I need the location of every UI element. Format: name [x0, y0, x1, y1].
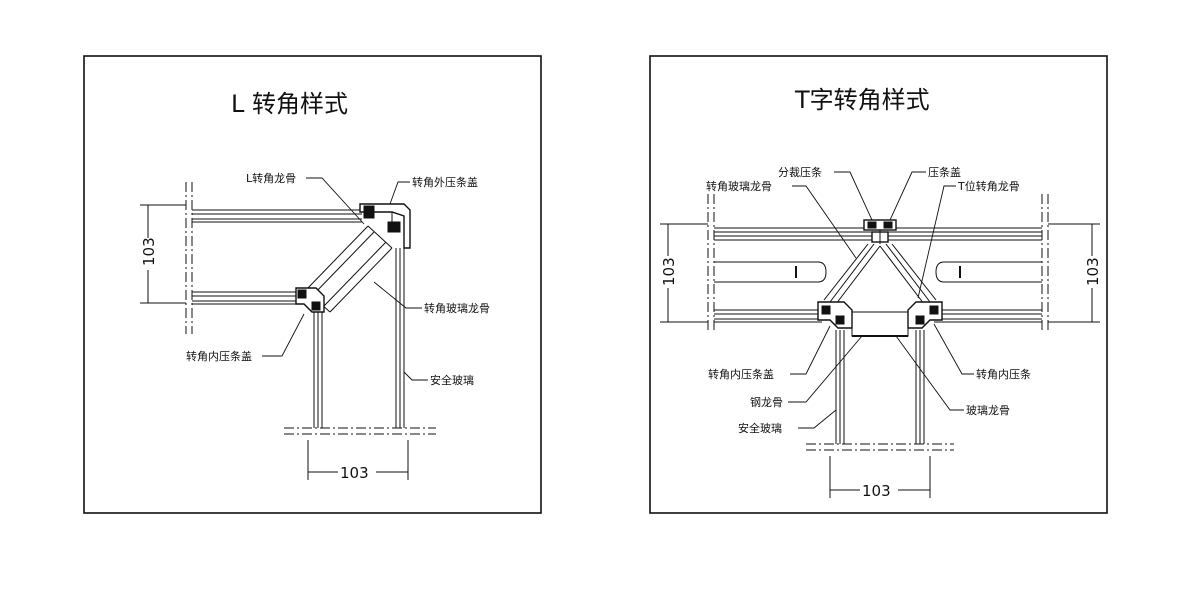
- leader-line: [917, 185, 956, 299]
- label-inner-cap: 转角内压条盖: [186, 349, 252, 363]
- dimension-left: 103: [660, 223, 708, 323]
- label-t-mullion: T位转角龙骨: [957, 179, 1020, 193]
- leader-line: [262, 313, 305, 357]
- label-inner-cap-t: 转角内压条盖: [708, 367, 774, 381]
- left-panel-title: L 转角样式: [231, 90, 348, 118]
- outer-corner-cap: [359, 203, 411, 249]
- label-steel-mullion: 钢龙骨: [750, 396, 783, 409]
- dimension-vertical: 103: [140, 204, 186, 304]
- t-diagonal-glass: [823, 243, 937, 305]
- lower-glass-panel: [192, 291, 302, 305]
- top-cap-assembly: [863, 219, 897, 244]
- dimension-left-value: 103: [660, 257, 678, 286]
- upper-glass-panel: [192, 209, 362, 223]
- label-inner-strip: 转角内压条: [976, 367, 1031, 381]
- leader-line: [373, 281, 422, 309]
- right-panel-frame: [649, 55, 1108, 514]
- inner-corner-cap: [295, 287, 325, 313]
- lower-glass-panel: [714, 309, 1042, 323]
- label-cap: 压条盖: [928, 165, 961, 179]
- dimension-horizontal-value: 103: [340, 464, 369, 482]
- leader-line: [798, 409, 837, 429]
- inner-corner-cap-right: [907, 301, 943, 329]
- right-side-mullion: [935, 261, 1042, 283]
- dimension-bottom: 103: [829, 456, 931, 500]
- vertical-glass-left: [835, 330, 845, 444]
- dimension-bottom-value: 103: [862, 482, 891, 500]
- right-panel-title: T字转角样式: [794, 86, 930, 114]
- inner-corner-cap-left: [817, 301, 853, 329]
- t-corner-panel: T字转角样式: [649, 55, 1108, 514]
- left-panel-frame: [83, 55, 542, 514]
- leader-line: [834, 171, 873, 221]
- leader-line: [933, 323, 974, 375]
- leader-line: [403, 371, 428, 381]
- l-corner-panel: L 转角样式: [83, 55, 542, 514]
- label-safety-glass-t: 安全玻璃: [738, 421, 782, 435]
- label-outer-cap: 转角外压条盖: [412, 175, 478, 189]
- vertical-glass-left: [313, 312, 323, 428]
- dimension-right: 103: [1048, 223, 1102, 323]
- leader-line: [895, 335, 964, 411]
- vertical-glass-right: [915, 330, 925, 444]
- glass-keel-box: [851, 311, 909, 337]
- dimension-horizontal: 103: [307, 440, 409, 482]
- leader-line: [790, 325, 831, 375]
- vertical-glass-right: [395, 248, 405, 428]
- label-glass-keel: 玻璃龙骨: [966, 403, 1010, 417]
- dimension-right-value: 103: [1084, 257, 1102, 286]
- leader-line: [788, 335, 863, 403]
- label-safety-glass: 安全玻璃: [430, 373, 474, 387]
- label-glass-mullion: 转角玻璃龙骨: [424, 301, 490, 315]
- label-split-strip: 分裁压条: [778, 165, 822, 179]
- leader-line: [889, 171, 926, 221]
- leader-line: [306, 177, 365, 225]
- label-glass-mullion-t: 转角玻璃龙骨: [706, 179, 772, 193]
- label-l-mullion: L转角龙骨: [246, 171, 296, 185]
- dimension-vertical-value: 103: [140, 237, 158, 266]
- left-side-mullion: [714, 261, 827, 283]
- leader-line: [389, 181, 410, 205]
- leader-line: [792, 185, 857, 259]
